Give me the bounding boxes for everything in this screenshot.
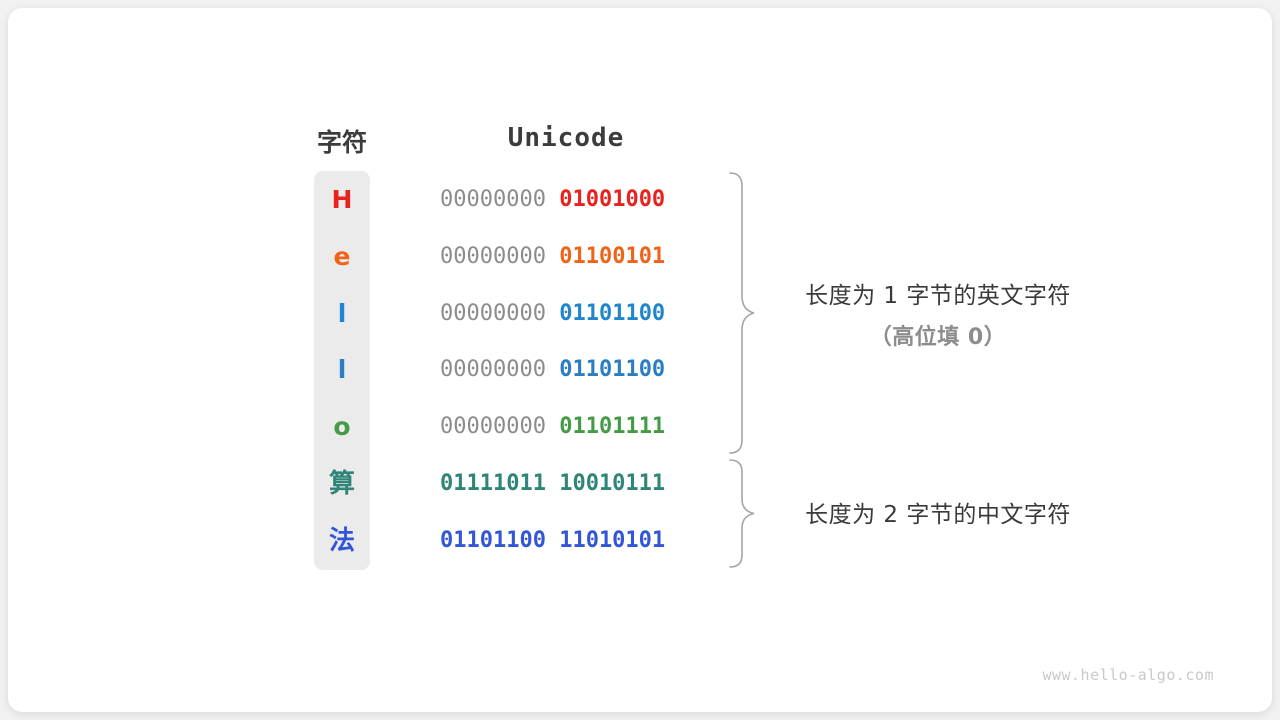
annotation-one-byte-line1: 长度为 1 字节的英文字符 <box>805 283 1071 309</box>
unicode-bits-cell: 00000000 01101111 <box>440 413 692 441</box>
padding-byte: 00000000 <box>440 357 560 382</box>
padding-byte: 00000000 <box>440 301 560 326</box>
brace-group-1 <box>729 172 755 454</box>
value-byte: 01101100 <box>559 357 666 382</box>
value-byte: 01100101 <box>559 244 666 269</box>
unicode-bits-cell: 00000000 01001000 <box>440 186 692 214</box>
character-column-background <box>314 171 370 570</box>
character-cell: e <box>333 242 351 271</box>
value-byte: 01101111 <box>559 414 666 439</box>
value-byte: 01111011 10010111 <box>440 471 666 496</box>
character-cell: 法 <box>328 526 355 556</box>
value-byte: 01101100 11010101 <box>440 528 666 553</box>
unicode-bits-cell: 01101100 11010101 <box>440 527 692 555</box>
padding-byte: 00000000 <box>440 414 560 439</box>
watermark: www.hello-algo.com <box>1042 666 1214 684</box>
value-byte: 01001000 <box>559 187 666 212</box>
character-cell: 算 <box>328 469 355 499</box>
annotation-two-byte-line1: 长度为 2 字节的中文字符 <box>805 502 1071 528</box>
unicode-bits-cell: 01111011 10010111 <box>440 470 692 498</box>
unicode-bits-cell: 00000000 01101100 <box>440 356 692 384</box>
character-cell: H <box>331 185 353 214</box>
padding-byte: 00000000 <box>440 244 560 269</box>
column-header-unicode: Unicode <box>507 123 625 153</box>
annotation-one-byte-line2: （高位填 0） <box>869 325 1007 350</box>
padding-byte: 00000000 <box>440 187 560 212</box>
column-header-character: 字符 <box>316 128 367 157</box>
character-cell: l <box>337 355 347 384</box>
annotation-two-byte: 长度为 2 字节的中文字符 <box>788 495 1088 529</box>
character-cell: l <box>337 299 347 328</box>
character-cell: o <box>333 412 351 441</box>
brace-group-2 <box>729 459 755 568</box>
value-byte: 01101100 <box>559 301 666 326</box>
diagram-canvas: 字符 Unicode H 00000000 01001000 e 00000000 0… <box>8 8 1272 712</box>
unicode-bits-cell: 00000000 01100101 <box>440 243 692 271</box>
unicode-bits-cell: 00000000 01101100 <box>440 300 692 328</box>
annotation-one-byte: 长度为 1 字节的英文字符 （高位填 0） <box>788 276 1088 351</box>
